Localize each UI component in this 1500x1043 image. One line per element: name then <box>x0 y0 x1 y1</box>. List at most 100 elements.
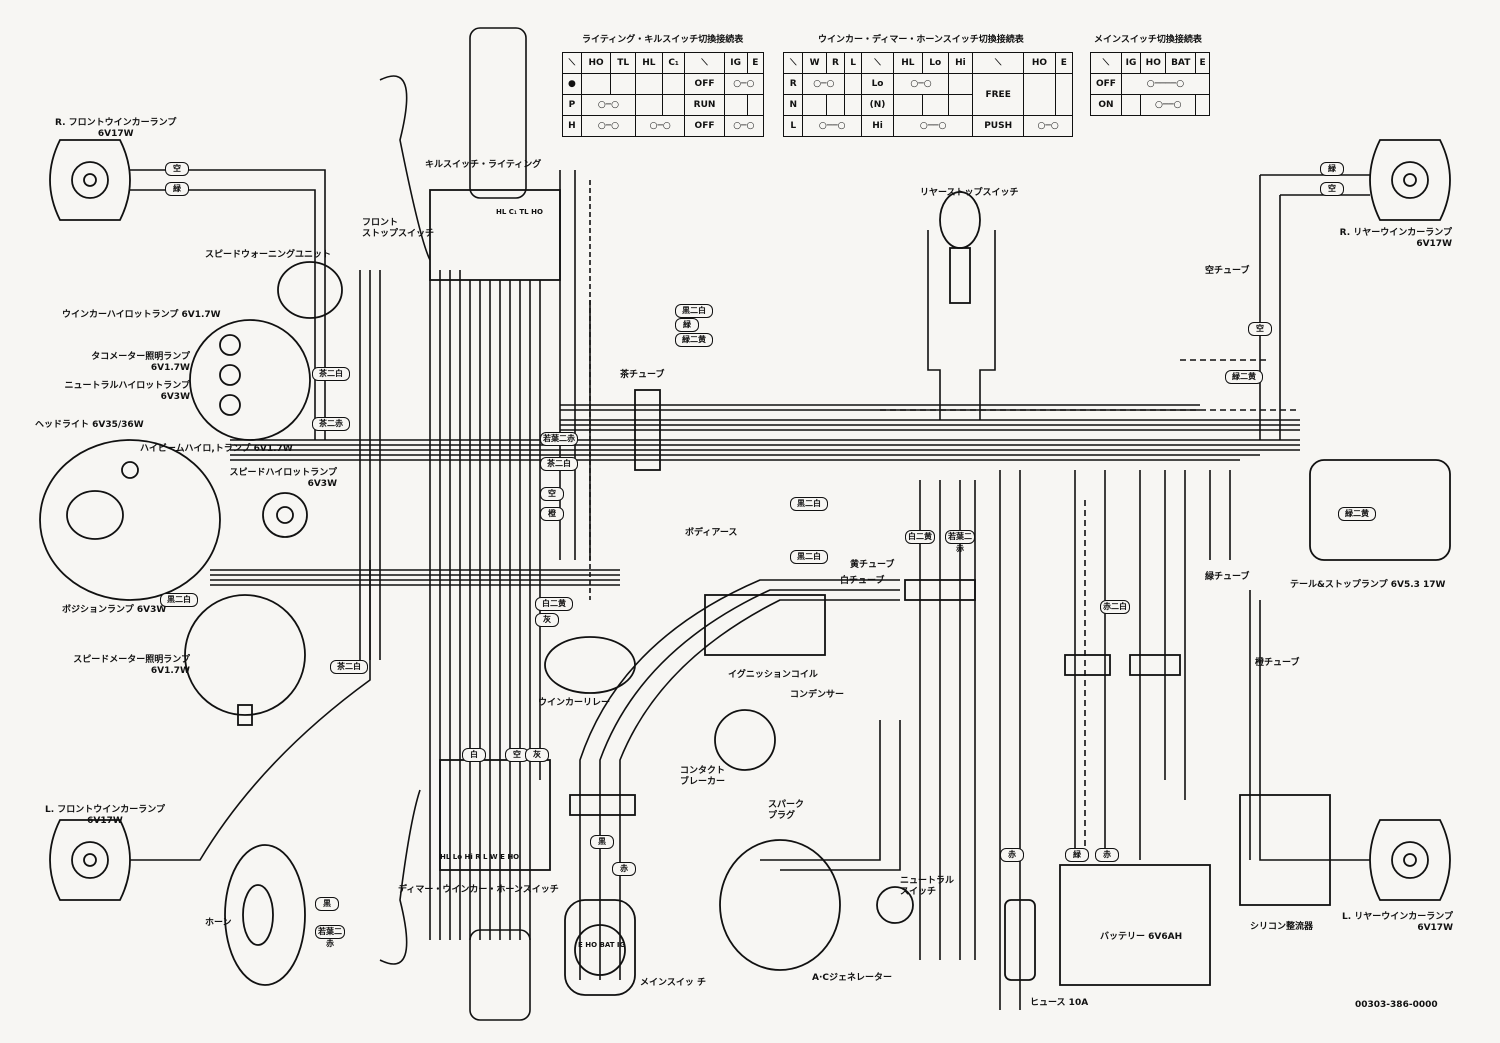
rectifier-label: シリコン整流器 <box>1250 922 1314 932</box>
headlight-label: ヘッドライト 6V35/36W <box>35 420 144 430</box>
wire-tag: 赤 <box>1000 848 1024 862</box>
wire-tag: 若葉二赤 <box>945 530 975 553</box>
wire-tag: 灰 <box>525 748 549 762</box>
wire-tag: 空 <box>1320 182 1344 196</box>
fuse-body <box>1004 899 1036 981</box>
white-tube-label: 白チューブ <box>840 576 885 586</box>
dimmer-switch-box <box>439 759 551 871</box>
wire-tag: 茶二白 <box>330 660 368 674</box>
lighting-kill-table-title: ライティング・キルスイッチ切換接続表 <box>582 35 744 45</box>
components <box>39 139 1451 996</box>
connector-block <box>904 579 976 601</box>
speed-warning-unit <box>277 261 343 319</box>
wire-tag: 緑 <box>165 182 189 196</box>
kill-lighting-switch-label: キルスイッチ・ライティング <box>425 160 542 170</box>
main-switch-body <box>564 899 636 996</box>
wire-tag: 白二黄 <box>535 597 573 611</box>
winker-relay-label: ウインカーリレー <box>538 698 611 708</box>
fuse-label: ヒュース 10A <box>1030 998 1089 1008</box>
part-number: 00303-386-0000 <box>1355 1000 1438 1010</box>
ac-generator-label: A·Cジェネレーター <box>812 973 892 983</box>
wire-tag: 茶二赤 <box>312 417 350 431</box>
battery-body <box>1059 864 1211 986</box>
wire-tag: 茶二白 <box>312 367 350 381</box>
front-stop-switch-label: フロント ストップスイッチ <box>362 218 435 239</box>
wire-tag: 緑二黄 <box>675 333 713 347</box>
spark-plug-label: スパーク プラグ <box>768 800 805 821</box>
neutral-switch-label: ニュートラル スイッチ <box>900 876 955 897</box>
wire-tag: 空 <box>505 748 529 762</box>
highbeam-pilot-label: ハイビームハイロ,トランプ 6V1.7W <box>140 444 293 454</box>
condenser-label: コンデンサー <box>790 690 845 700</box>
wire-tag: 緑 <box>675 318 699 332</box>
wire-tag: 緑 <box>1320 162 1344 176</box>
r-front-winker-label: R. フロントウインカーランプ 6V17W <box>55 118 177 139</box>
ignition-coil-body <box>704 594 826 656</box>
wire-tag: 空 <box>165 162 189 176</box>
rear-stop-switch-body <box>939 191 981 304</box>
winker-relay-body <box>544 636 636 694</box>
wire-tag: 橙 <box>540 507 564 521</box>
wire-tag: 緑 <box>1065 848 1089 862</box>
wire-tag: 若葉二赤 <box>540 432 578 446</box>
horn-body <box>224 844 306 986</box>
dimmer-terminals: HL Lo Hi R L W E HO <box>440 853 520 861</box>
brown-tube-label: 茶チューブ <box>620 370 665 380</box>
speedo-lamp-label: スピードメーター照明ランプ 6V1.7W <box>73 655 190 676</box>
wire-tag: 赤 <box>612 862 636 876</box>
yellow-tube-label: 黄チューブ <box>850 560 895 570</box>
winker-dimmer-table-title: ウインカー・ディマー・ホーンスイッチ切換接続表 <box>818 35 1024 45</box>
tail-stop-lamp-body <box>1309 459 1451 561</box>
wire-tag: 黒二白 <box>790 497 828 511</box>
l-rear-winker-label: L. リヤーウインカーランプ 6V17W <box>1341 912 1453 933</box>
wire-tag: 茶二白 <box>540 457 578 471</box>
sky-tube-label: 空チューブ <box>1205 266 1250 276</box>
connector-block <box>1064 654 1111 676</box>
rear-stop-switch-label: リヤーストップスイッチ <box>920 188 1019 198</box>
r-front-winker-lamp <box>49 139 131 221</box>
wire-tag: 若葉二赤 <box>315 925 345 948</box>
wire-tag: 空 <box>1248 322 1272 336</box>
winker-pilot-label: ウインカーハイロットランプ 6V1.7W <box>62 310 221 320</box>
wire-tag: 黒 <box>315 897 339 911</box>
speedometer <box>184 594 306 726</box>
connector-block <box>1129 654 1181 676</box>
connector-block <box>569 794 636 816</box>
battery-label: バッテリー 6V6AH <box>1100 932 1183 942</box>
wire-tag: 緑二黄 <box>1225 370 1263 384</box>
wire-tag: 黒 <box>590 835 614 849</box>
tachometer-cluster <box>189 319 311 441</box>
neutral-pilot-label: ニュートラルハイロットランプ 6V3W <box>64 381 190 402</box>
contact-breaker-body <box>714 709 776 771</box>
main-switch-table-title: メインスイッチ切換接続表 <box>1094 35 1202 45</box>
tail-stop-lamp-label: テール&ストップランプ 6V5.3 17W <box>1290 580 1446 590</box>
contact-breaker-label: コンタクト ブレーカー <box>680 766 726 787</box>
wiring-harness <box>130 27 1370 1021</box>
wire-tag: 白 <box>462 748 486 762</box>
body-earth-label: ボディアース <box>685 528 738 538</box>
wire-tag: 灰 <box>535 613 559 627</box>
wire-tag: 緑二黄 <box>1338 507 1376 521</box>
rectifier-body <box>1239 794 1331 906</box>
wire-tag: 黒二白 <box>160 593 198 607</box>
main-switch-label: メインスイッ チ <box>640 978 706 988</box>
green-tube-label: 緑チューブ <box>1205 572 1250 582</box>
kill-terminal: HL C₁ TL HO <box>496 208 543 216</box>
wire-tag: 赤 <box>1095 848 1119 862</box>
wire-tag: 赤二白 <box>1100 600 1130 614</box>
orange-tube-label: 橙チューブ <box>1255 658 1300 668</box>
kill-switch-box <box>429 189 561 281</box>
r-rear-winker-label: R. リヤーウインカーランプ 6V17W <box>1339 228 1452 249</box>
ignition-coil-label: イグニッションコイル <box>728 670 818 680</box>
brown-tube-block <box>634 389 661 471</box>
speed-pilot-label: スピードハイロットランプ 6V3W <box>229 468 337 489</box>
headlight <box>39 439 221 601</box>
wire-tag: 空 <box>540 487 564 501</box>
wire-tag: 黒二白 <box>675 304 713 318</box>
l-front-winker-label: L. フロントウインカーランプ 6V17W <box>45 805 166 826</box>
speed-pilot-lamp <box>262 492 308 538</box>
